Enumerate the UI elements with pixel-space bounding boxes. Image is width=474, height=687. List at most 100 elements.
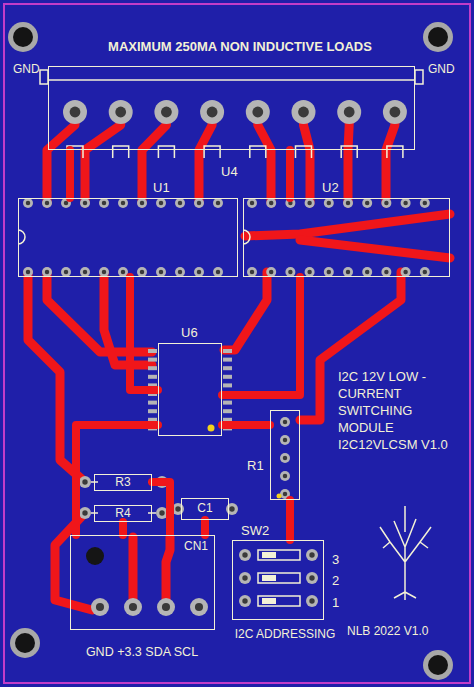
- terminal-mark: [250, 146, 266, 158]
- connector-pad: [190, 598, 208, 616]
- chip-pin: [266, 198, 276, 208]
- smd-pin: [148, 401, 157, 405]
- header-pad: [280, 471, 290, 481]
- copper-trace: [129, 537, 138, 607]
- terminal-block-line: [48, 79, 415, 81]
- load-warning: MAXIMUM 250MA NON INDUCTIVE LOADS: [108, 40, 372, 55]
- dip-lever: [262, 575, 276, 581]
- switch-pad-hole: [242, 598, 247, 603]
- mounting-hole: [13, 27, 33, 47]
- mounting-hole: [423, 650, 453, 680]
- terminal-pad: [383, 100, 407, 124]
- terminal-mark: [204, 146, 220, 158]
- chip-pin: [23, 198, 33, 208]
- smd-pin: [148, 358, 157, 362]
- header-pad-hole: [283, 420, 288, 425]
- copper-trace-connector: [119, 522, 127, 535]
- chip-pin-hole: [384, 201, 389, 206]
- smd-pin: [148, 366, 157, 370]
- chip-pin-hole: [45, 201, 50, 206]
- chip-pin-hole: [102, 201, 107, 206]
- connector-pad-hole: [195, 603, 203, 611]
- designator-label: U4: [221, 165, 238, 180]
- designator-label: C1: [182, 502, 228, 516]
- smd-pin: [148, 409, 157, 413]
- net-label: GND: [428, 63, 455, 77]
- resistor-symbol: R4: [94, 505, 152, 522]
- copper-trace-connector: [286, 500, 294, 540]
- chip-pin: [156, 267, 166, 277]
- chip-pin-hole: [83, 270, 88, 275]
- terminal-mark: [296, 146, 312, 158]
- component-pad-hole: [82, 510, 87, 515]
- tree-logo: [380, 506, 431, 600]
- chip-pin: [99, 267, 109, 277]
- terminal-mark: [387, 146, 403, 158]
- terminal-block-tab: [415, 70, 423, 84]
- smd-pin: [223, 383, 232, 387]
- dip-switch: [258, 550, 300, 560]
- copper-trace: [348, 112, 349, 203]
- chip-pin-hole: [269, 270, 274, 275]
- chip-pin: [420, 267, 430, 277]
- chip-pin-hole: [64, 201, 69, 206]
- copper-trace: [166, 537, 170, 607]
- chip-pin-hole: [346, 201, 351, 206]
- designator-label: SW2: [241, 524, 269, 539]
- chip-pin-hole: [365, 201, 370, 206]
- chip-pin-hole: [327, 270, 332, 275]
- chip-pin: [324, 267, 334, 277]
- chip-pin-hole: [197, 201, 202, 206]
- resistor-symbol: R3: [94, 474, 152, 491]
- smd-pin: [148, 375, 157, 379]
- capacitor-symbol: C1: [181, 498, 229, 520]
- chip-pin-hole: [178, 270, 183, 275]
- switch-pad-hole: [309, 598, 314, 603]
- designator-label: U1: [153, 181, 170, 196]
- mounting-hole: [423, 22, 453, 52]
- board-title: I2C 12V LOW - CURRENT SWITCHING MODULE I…: [338, 368, 463, 453]
- pin-number: 1: [332, 596, 339, 611]
- terminal-block-tab: [40, 70, 48, 84]
- copper-trace: [300, 240, 450, 258]
- copper-trace: [85, 112, 121, 203]
- section-label: I2C ADDRESSING: [235, 628, 336, 642]
- designator-label: R3: [95, 476, 151, 490]
- chip-pin-hole: [64, 270, 69, 275]
- chip-pin-hole: [403, 201, 408, 206]
- chip-pin: [247, 267, 257, 277]
- copper-trace-connector: [222, 277, 300, 395]
- component-pad-hole: [82, 479, 87, 484]
- copper-trace: [304, 112, 311, 203]
- connector-pad-hole: [162, 603, 170, 611]
- chip-pin-hole: [140, 201, 145, 206]
- terminal-pad-hole: [207, 107, 218, 118]
- chip-pin-hole: [83, 201, 88, 206]
- header-pad: [280, 435, 290, 445]
- chip-pin: [137, 198, 147, 208]
- chip-pin: [175, 198, 185, 208]
- terminal-pad-hole: [115, 107, 126, 118]
- component-pad-hole: [229, 506, 234, 511]
- chip-pin: [420, 198, 430, 208]
- switch-pad-hole: [242, 575, 247, 580]
- switch-pad-hole: [242, 552, 247, 557]
- mounting-hole: [8, 22, 38, 52]
- chip-pin: [194, 198, 204, 208]
- copper-trace: [47, 112, 75, 203]
- chip-pin-hole: [403, 270, 408, 275]
- connector-pad-hole: [129, 603, 137, 611]
- switch-pad: [306, 572, 318, 584]
- chip-pin-hole: [423, 270, 428, 275]
- chip-pin: [80, 267, 90, 277]
- chip-pin: [401, 267, 411, 277]
- switch-pad: [239, 549, 251, 561]
- mounting-hole: [428, 655, 448, 675]
- terminal-pad-hole: [298, 107, 309, 118]
- designator-label: R4: [95, 507, 151, 521]
- pin-number: 3: [332, 553, 339, 568]
- chip-pin: [266, 267, 276, 277]
- copper-trace-connector: [130, 277, 158, 390]
